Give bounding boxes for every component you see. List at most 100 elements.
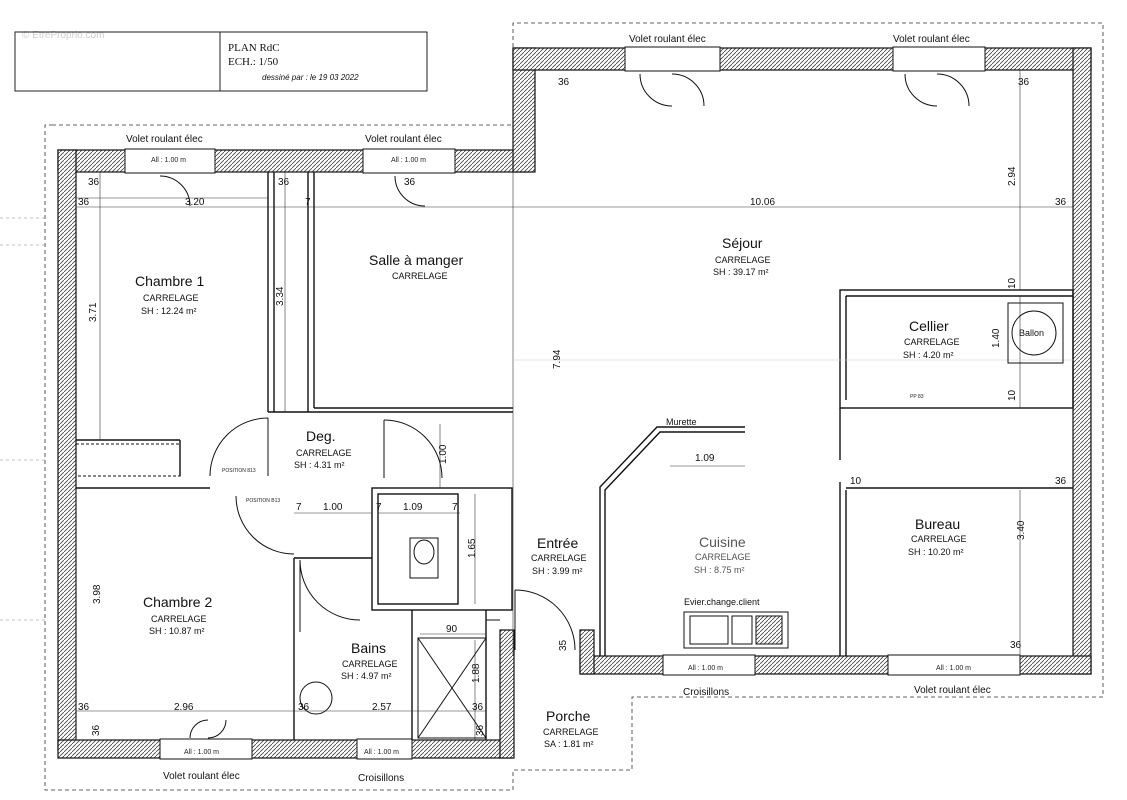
- room-name: Deg.: [306, 428, 336, 444]
- room-area: SH : 12.24 m²: [141, 306, 197, 316]
- room-floor: CARRELAGE: [143, 293, 199, 303]
- room-name: Entrée: [537, 535, 578, 551]
- window-allege-label: All : 1.00 m: [184, 749, 219, 756]
- room-area: SH : 4.97 m²: [341, 671, 392, 681]
- dimension: 3.71: [88, 302, 99, 322]
- room-area: SH : 10.87 m²: [149, 626, 205, 636]
- dimension: 3.40: [1016, 520, 1027, 540]
- dimension: 1.09: [695, 453, 715, 464]
- eaves-outline: [44, 22, 1104, 791]
- dimension: 90: [446, 624, 458, 635]
- shutter-label: Volet roulant élec: [163, 771, 240, 782]
- dimension: 36: [1055, 476, 1067, 487]
- dimension: 1.88: [471, 663, 482, 683]
- dimension: 36: [78, 702, 90, 713]
- water-heater-icon: [1011, 310, 1057, 356]
- interior-walls: [76, 172, 1074, 740]
- dimension: 7: [376, 502, 382, 513]
- room-cellier: Cellier CARRELAGE SH : 4.20 m²: [903, 318, 960, 360]
- toilet-icon: [409, 537, 439, 579]
- kitchen-sink-icon: [683, 611, 789, 649]
- ballon-label: Ballon: [1019, 328, 1044, 338]
- room-name: Cuisine: [699, 534, 746, 550]
- dimension: 36: [1055, 197, 1067, 208]
- dimension-values: 3.20 10.06 36 36 36 36 36 36 36 7 3.71 3…: [78, 77, 1067, 736]
- dimension: 1.65: [467, 538, 478, 558]
- door-position-label: POSITION 813: [222, 468, 256, 474]
- windows: [124, 46, 1021, 760]
- dimension: 7: [296, 502, 302, 513]
- dimension: 35: [558, 639, 569, 651]
- fixtures: [75, 302, 1064, 739]
- dimension: 36: [475, 724, 486, 736]
- room-floor: CARRELAGE: [151, 614, 207, 624]
- shower-icon: [417, 637, 487, 739]
- room-area: SH : 4.31 m²: [294, 460, 345, 470]
- dimension: 10: [850, 476, 862, 487]
- room-floor: CARRELAGE: [531, 553, 587, 563]
- dimension: 3.98: [92, 584, 103, 604]
- dimension: 36: [558, 77, 570, 88]
- dimension: 36: [78, 197, 90, 208]
- shutter-label: Volet roulant élec: [365, 134, 442, 145]
- title-block: PLAN RdC ECH.: 1/50 dessiné par : le 19 …: [14, 31, 428, 92]
- window-allege-label: All : 1.00 m: [151, 157, 186, 164]
- room-name: Bains: [351, 640, 386, 656]
- shutter-label: Volet roulant élec: [893, 34, 970, 45]
- door-type-label: PP 83: [910, 394, 924, 400]
- room-area: SA : 1.81 m²: [544, 739, 594, 749]
- dimension: 36: [91, 724, 102, 736]
- room-cuisine: Cuisine CARRELAGE SH : 8.75 m²: [694, 534, 751, 575]
- dimension: 1.09: [403, 502, 423, 513]
- dimension: 1.00: [438, 444, 449, 464]
- room-porche: Porche CARRELAGE SA : 1.81 m²: [543, 708, 599, 749]
- room-floor: CARRELAGE: [911, 534, 967, 544]
- dimension: 10: [1007, 389, 1018, 401]
- dimension: 36: [1018, 77, 1030, 88]
- murette-label: Murette: [666, 417, 697, 427]
- room-name: Chambre 1: [135, 273, 204, 289]
- dimension-lines: [75, 70, 1073, 740]
- room-chambre1: Chambre 1 CARRELAGE SH : 12.24 m²: [135, 273, 204, 316]
- dimension: 3.34: [275, 286, 286, 306]
- dimension: 10.06: [750, 197, 775, 208]
- croisillons-label: Croisillons: [358, 773, 404, 784]
- room-floor: CARRELAGE: [296, 448, 352, 458]
- room-floor: CARRELAGE: [342, 659, 398, 669]
- shutter-label: Volet roulant élec: [914, 685, 991, 696]
- room-name: Séjour: [722, 235, 763, 251]
- window-allege-label: All : 1.00 m: [688, 665, 723, 672]
- dimension: 36: [278, 177, 290, 188]
- dimension: 3.20: [185, 197, 205, 208]
- room-area: SH : 4.20 m²: [903, 350, 954, 360]
- window-allege-label: All : 1.00 m: [364, 749, 399, 756]
- room-name: Porche: [546, 708, 591, 724]
- shutter-label: Volet roulant élec: [126, 134, 203, 145]
- room-floor: CARRELAGE: [695, 552, 751, 562]
- room-area: SH : 3.99 m²: [532, 566, 583, 576]
- dimension: 36: [1010, 640, 1022, 651]
- washbasin-icon: [299, 681, 333, 715]
- dimension: 2.96: [174, 702, 194, 713]
- dimension: 10: [1007, 277, 1018, 289]
- plan-scale: ECH.: 1/50: [228, 56, 279, 68]
- room-area: SH : 8.75 m²: [694, 565, 745, 575]
- room-area: SH : 39.17 m²: [713, 267, 769, 277]
- room-floor: CARRELAGE: [904, 337, 960, 347]
- plan-title: PLAN RdC: [228, 42, 280, 54]
- room-floor: CARRELAGE: [392, 271, 448, 281]
- room-bains: Bains CARRELAGE SH : 4.97 m²: [341, 640, 398, 681]
- room-area: SH : 10.20 m²: [908, 547, 964, 557]
- room-sejour: Séjour CARRELAGE SH : 39.17 m²: [713, 235, 771, 277]
- room-salle-a-manger: Salle à manger CARRELAGE: [369, 252, 464, 281]
- door-swings: [159, 73, 970, 739]
- dimension: 2.94: [1007, 166, 1018, 186]
- room-name: Bureau: [915, 516, 960, 532]
- croisillons-label: Croisillons: [683, 687, 729, 698]
- plan-drawn-by: dessiné par : le 19 03 2022: [262, 73, 359, 82]
- room-name: Salle à manger: [369, 252, 464, 268]
- dimension: 7: [452, 502, 458, 513]
- dimension: 7.94: [552, 349, 563, 369]
- dimension: 1.00: [323, 502, 343, 513]
